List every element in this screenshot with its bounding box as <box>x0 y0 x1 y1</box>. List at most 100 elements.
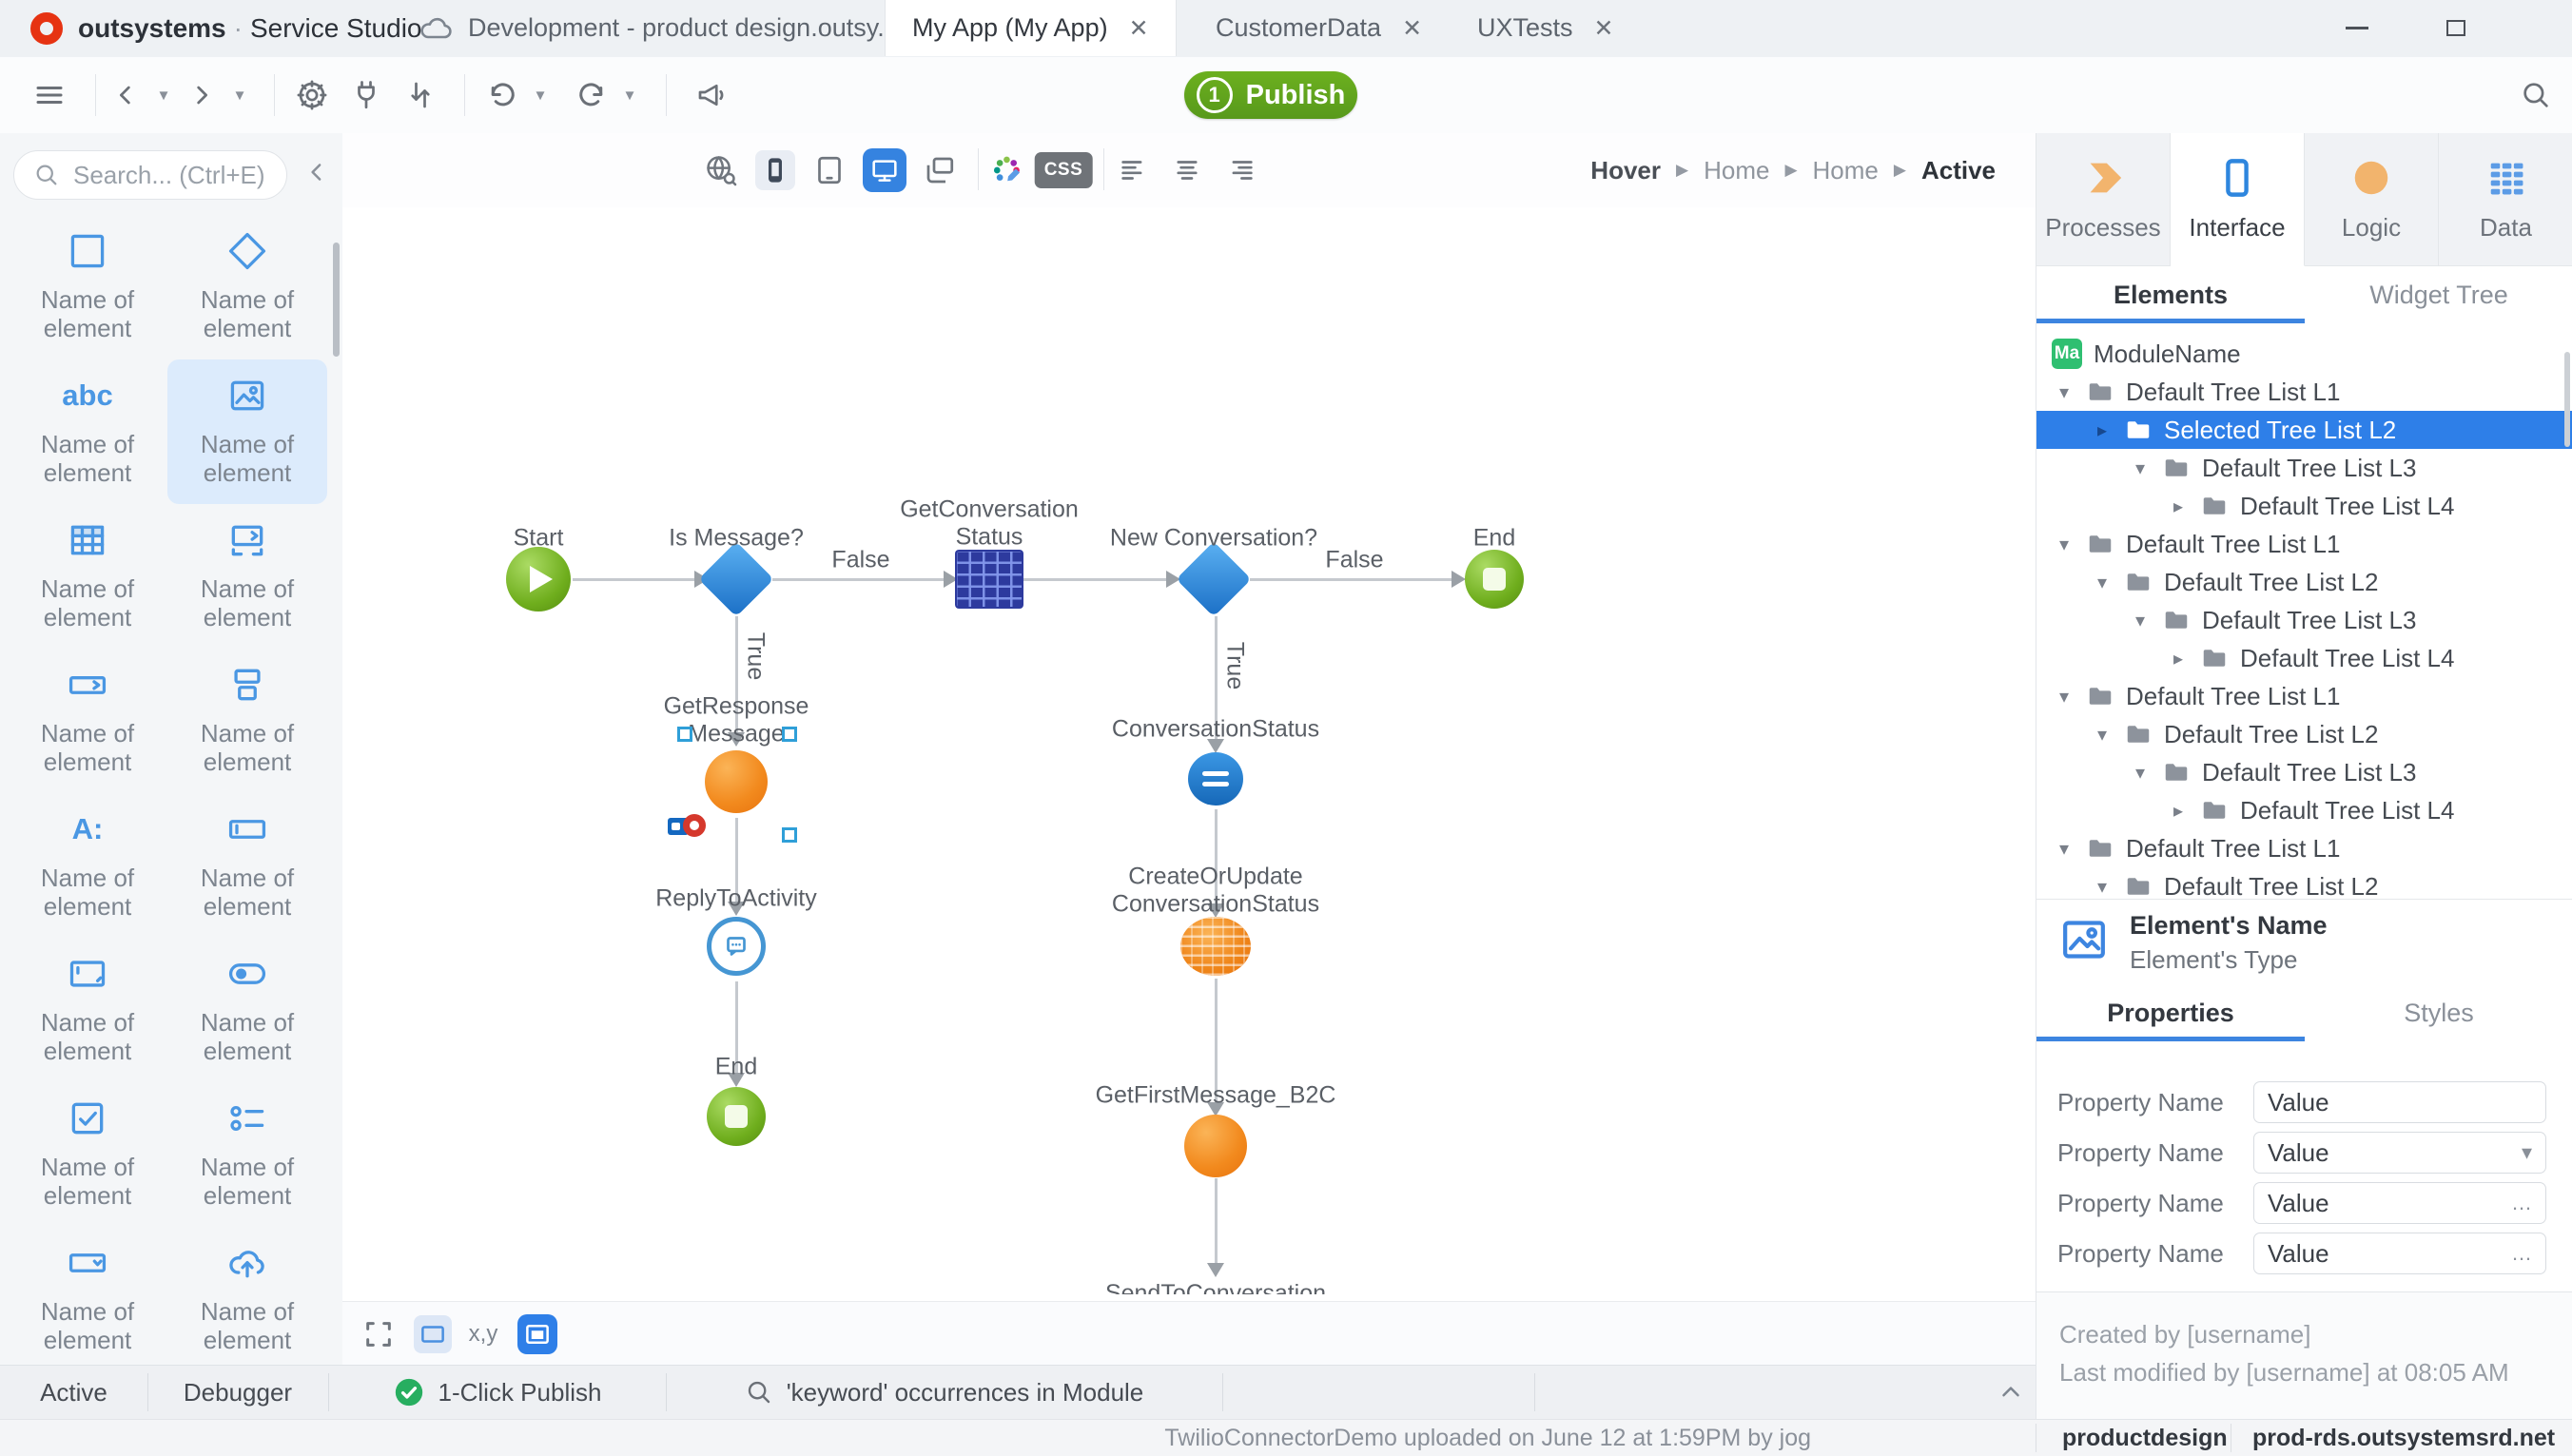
redo-history-caret[interactable]: ▾ <box>625 85 634 105</box>
tab-processes[interactable]: Processes <box>2036 133 2171 266</box>
toolbox-item-radio-list[interactable]: Name of element <box>167 1082 327 1227</box>
caret-right-icon[interactable]: ▸ <box>2096 419 2108 441</box>
forward-history-caret[interactable]: ▾ <box>235 85 244 105</box>
tree-item[interactable]: ▸Default Tree List L4 <box>2036 791 2572 829</box>
align-left-button[interactable] <box>1118 154 1150 186</box>
undo-history-caret[interactable]: ▾ <box>536 85 545 105</box>
tab-my-app[interactable]: My App (My App) ✕ <box>885 0 1177 56</box>
environment-tab[interactable]: Development - product design.outsy... <box>419 0 899 56</box>
tab-keyword-occurrences[interactable]: 'keyword' occurrences in Module <box>666 1366 1222 1419</box>
caret-down-icon[interactable]: ▾ <box>2058 838 2070 860</box>
tab-data[interactable]: Data <box>2439 133 2572 266</box>
theme-colors-button[interactable] <box>990 152 1026 188</box>
caret-right-icon[interactable]: ▸ <box>2173 800 2184 822</box>
tab-logic[interactable]: Logic <box>2305 133 2439 266</box>
caret-down-icon[interactable]: ▾ <box>2096 724 2108 746</box>
frame-view-button[interactable] <box>414 1314 452 1353</box>
tab-properties[interactable]: Properties <box>2036 984 2305 1041</box>
toolbox-item-button[interactable]: Name of element <box>8 649 167 793</box>
selection-handle[interactable] <box>782 827 797 843</box>
caret-down-icon[interactable]: ▾ <box>2058 686 2070 708</box>
tree-item[interactable]: ▾Default Tree List L3 <box>2036 601 2572 639</box>
toolbox-item-container[interactable]: Name of element <box>8 215 167 359</box>
flow-node-end-top[interactable] <box>1465 550 1524 609</box>
css-editor-button[interactable]: CSS <box>1034 152 1093 188</box>
caret-down-icon[interactable]: ▾ <box>2134 762 2146 784</box>
menu-button[interactable] <box>32 78 67 112</box>
flow-node-is-message[interactable] <box>698 541 774 617</box>
sidebar-scrollbar[interactable] <box>333 243 340 357</box>
tree-item[interactable]: ▾Default Tree List L1 <box>2036 829 2572 867</box>
tree-item[interactable]: ▾Default Tree List L3 <box>2036 753 2572 791</box>
caret-down-icon[interactable]: ▾ <box>2521 1140 2532 1164</box>
toolbox-item-table[interactable]: Name of element <box>8 504 167 649</box>
minimap-toggle[interactable] <box>517 1313 557 1354</box>
redo-button[interactable] <box>575 78 609 112</box>
layout-view-button[interactable] <box>923 153 957 187</box>
publish-button[interactable]: 1 Publish <box>1184 71 1357 119</box>
selection-handle[interactable] <box>677 727 692 742</box>
align-center-button[interactable] <box>1171 154 1203 186</box>
back-history-caret[interactable]: ▾ <box>159 85 168 105</box>
toolbox-item-carousel[interactable]: Name of element <box>167 504 327 649</box>
settings-button[interactable] <box>295 78 329 112</box>
toolbox-search-input[interactable]: Search... (Ctrl+E) <box>13 150 287 200</box>
tree-item[interactable]: ▸Selected Tree List L2 <box>2036 411 2572 449</box>
toolbox-item-input[interactable]: Name of element <box>167 793 327 938</box>
caret-down-icon[interactable]: ▾ <box>2058 534 2070 555</box>
flow-node-new-conversation[interactable] <box>1176 541 1252 617</box>
toolbox-item-blocks[interactable]: Name of element <box>167 649 327 793</box>
close-icon[interactable]: ✕ <box>1593 14 1614 42</box>
merge-button[interactable] <box>403 78 438 112</box>
tab-styles[interactable]: Styles <box>2404 998 2474 1027</box>
forward-button[interactable] <box>186 80 217 110</box>
property-value-input[interactable]: Value <box>2253 1081 2546 1123</box>
tab-interface[interactable]: Interface <box>2171 133 2305 266</box>
flow-node-create-or-update-conversation-status[interactable] <box>1180 917 1251 976</box>
breadcrumb-item[interactable]: Home <box>1812 155 1879 184</box>
tab-debugger[interactable]: Debugger <box>147 1366 328 1419</box>
feedback-button[interactable] <box>694 78 729 112</box>
tree-item[interactable]: ▾Default Tree List L1 <box>2036 525 2572 563</box>
back-button[interactable] <box>110 80 141 110</box>
property-value-input[interactable]: Value… <box>2253 1233 2546 1274</box>
toolbox-item-decision[interactable]: Name of element <box>167 215 327 359</box>
coordinates-toggle[interactable]: x,y <box>468 1320 498 1347</box>
ellipsis-icon[interactable]: … <box>2511 1241 2532 1265</box>
close-icon[interactable]: ✕ <box>1128 14 1149 42</box>
collapse-panel-button[interactable] <box>1997 1378 2025 1407</box>
align-right-button[interactable] <box>1224 154 1257 186</box>
tree-item[interactable]: ▸Default Tree List L4 <box>2036 639 2572 677</box>
caret-right-icon[interactable]: ▸ <box>2173 495 2184 517</box>
property-value-input[interactable]: Value▾ <box>2253 1132 2546 1174</box>
flow-node-end-left[interactable] <box>707 1087 766 1146</box>
tablet-view-button[interactable] <box>812 153 847 187</box>
close-icon[interactable]: ✕ <box>1402 14 1423 42</box>
desktop-view-button[interactable] <box>863 148 906 192</box>
tab-uxtests[interactable]: UXTests ✕ <box>1451 0 1640 56</box>
flow-node-start[interactable] <box>506 547 571 612</box>
tree-item[interactable]: ▾Default Tree List L2 <box>2036 715 2572 753</box>
toolbox-item-dropdown[interactable]: Name of element <box>8 1227 167 1365</box>
tab-active[interactable]: Active <box>0 1366 147 1419</box>
toolbox-item-switch[interactable]: Name of element <box>167 938 327 1082</box>
tree-item[interactable]: ▾Default Tree List L2 <box>2036 563 2572 601</box>
tree-item[interactable]: ▾Default Tree List L1 <box>2036 677 2572 715</box>
caret-right-icon[interactable]: ▸ <box>2173 648 2184 670</box>
caret-down-icon[interactable]: ▾ <box>2096 572 2108 593</box>
tree-item[interactable]: ▾Default Tree List L1 <box>2036 373 2572 411</box>
toolbox-item-checkbox[interactable]: Name of element <box>8 1082 167 1227</box>
flow-node-get-conversation-status[interactable] <box>955 550 1023 609</box>
global-search-button[interactable] <box>2520 79 2552 111</box>
flow-node-reply-to-activity[interactable] <box>707 917 766 976</box>
tab-elements[interactable]: Elements <box>2036 266 2305 323</box>
flow-node-get-response-message[interactable] <box>705 750 768 813</box>
server-name[interactable]: prod-rds.outsystemsrd.net <box>2252 1425 2556 1451</box>
environment-name[interactable]: productdesign <box>2062 1425 2228 1451</box>
tree-item[interactable]: ▾Default Tree List L2 <box>2036 867 2572 905</box>
maximize-button[interactable] <box>2427 0 2484 56</box>
fit-screen-button[interactable] <box>362 1318 395 1350</box>
